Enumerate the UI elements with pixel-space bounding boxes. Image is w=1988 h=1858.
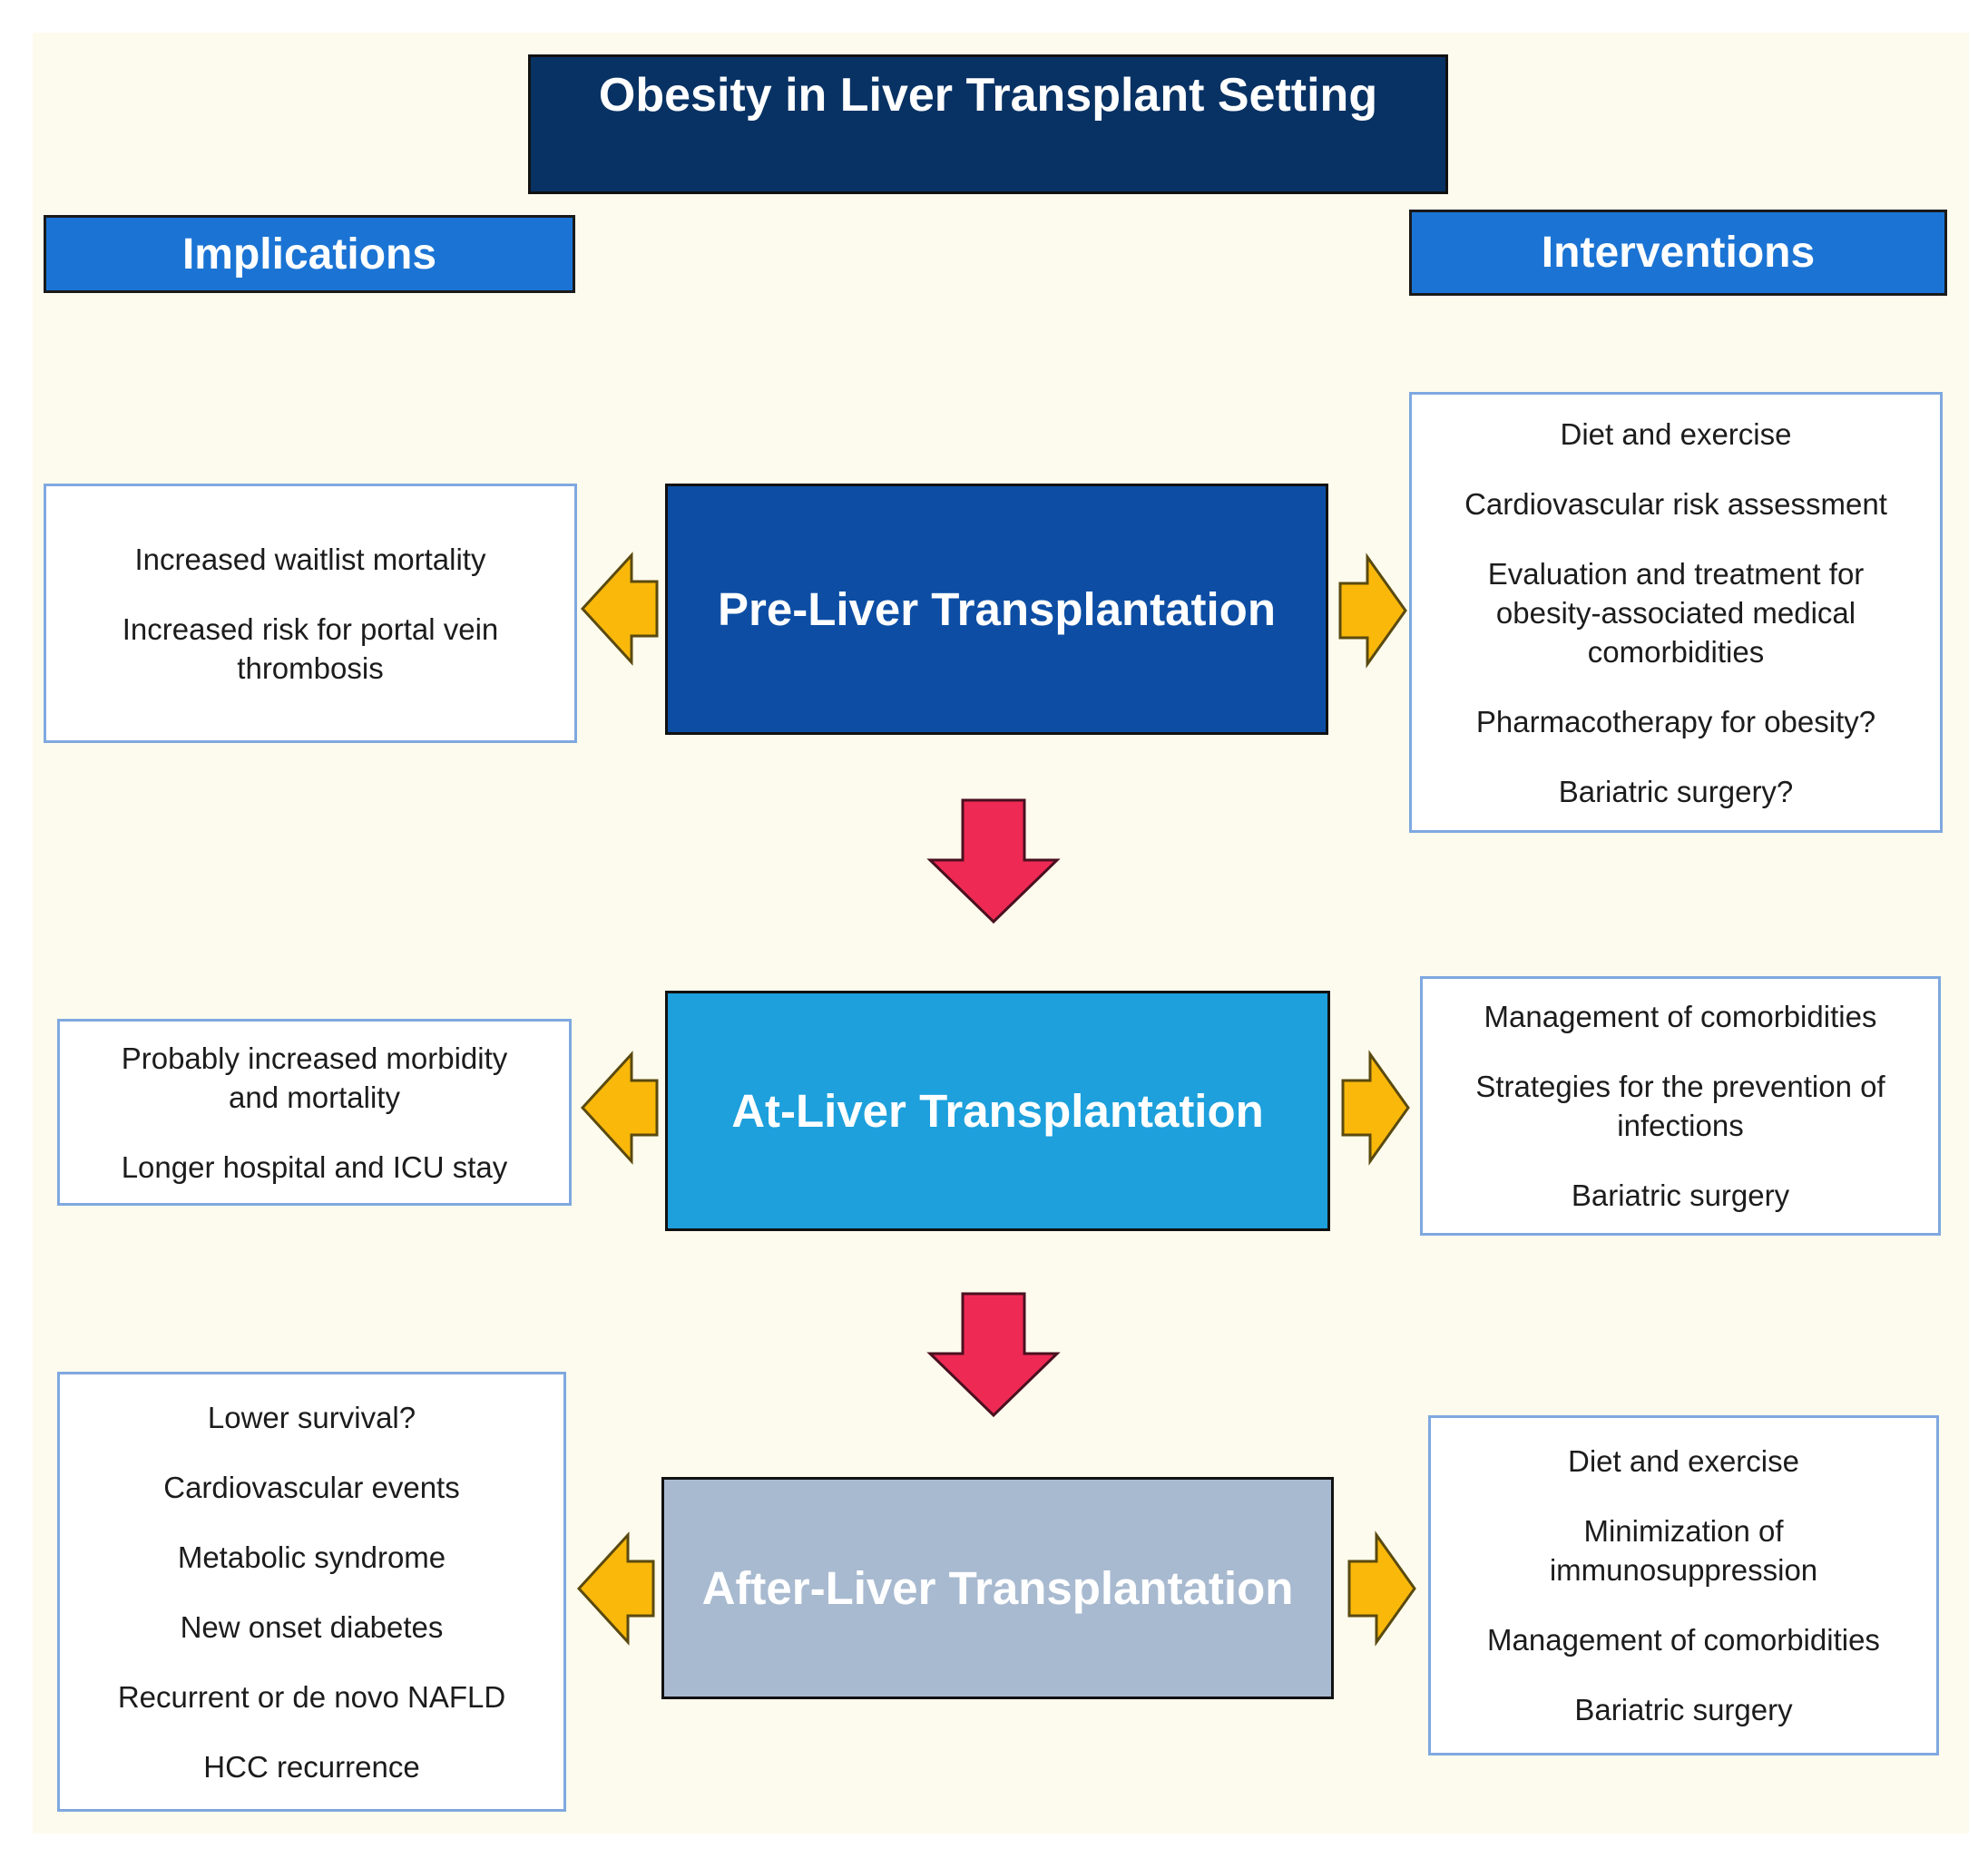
arrow-right-icon: [1347, 1530, 1416, 1647]
list-item: Bariatric surgery: [1571, 1178, 1790, 1212]
arrow-down-icon: [926, 1292, 1061, 1418]
list-item: Increased risk for portal vein thrombosi…: [122, 611, 499, 685]
arrow-right-icon: [1338, 553, 1407, 669]
list-item: Bariatric surgery: [1574, 1693, 1793, 1726]
list-item: Bariatric surgery?: [1558, 774, 1794, 808]
interventions-list-after: Diet and exercise Minimization of immuno…: [1431, 1442, 1936, 1729]
list-item: Diet and exercise: [1560, 416, 1792, 451]
arrow-down-icon: [926, 798, 1061, 924]
arrow-left-icon: [580, 1051, 659, 1165]
stage-pre-liver-transplantation: Pre-Liver Transplantation: [665, 484, 1328, 735]
interventions-list-pre: Diet and exercise Cardiovascular risk as…: [1412, 415, 1940, 811]
list-item: Pharmacotherapy for obesity?: [1475, 704, 1876, 738]
arrow-left-icon: [576, 1531, 655, 1646]
interventions-box-pre: Diet and exercise Cardiovascular risk as…: [1409, 392, 1943, 833]
list-item: Cardiovascular risk assessment: [1464, 486, 1887, 521]
implications-list-after: Lower survival? Cardiovascular events Me…: [103, 1398, 520, 1786]
list-item: Cardiovascular events: [163, 1470, 460, 1504]
implications-list-at: Probably increased morbidity and mortali…: [60, 1039, 569, 1187]
interventions-box-after: Diet and exercise Minimization of immuno…: [1428, 1415, 1939, 1755]
list-item: Strategies for the prevention of infecti…: [1475, 1070, 1885, 1142]
implications-box-pre: Increased waitlist mortality Increased r…: [44, 484, 577, 743]
list-item: Recurrent or de novo NAFLD: [117, 1679, 506, 1714]
implications-list-pre: Increased waitlist mortality Increased r…: [46, 540, 574, 688]
arrow-left-icon: [580, 552, 659, 666]
implications-box-at: Probably increased morbidity and mortali…: [57, 1019, 572, 1206]
arrow-right-icon: [1341, 1050, 1410, 1166]
implications-header: Implications: [44, 215, 575, 293]
interventions-box-at: Management of comorbidities Strategies f…: [1420, 976, 1941, 1236]
list-item: Diet and exercise: [1568, 1444, 1799, 1478]
interventions-list-at: Management of comorbidities Strategies f…: [1423, 997, 1938, 1215]
list-item: Metabolic syndrome: [177, 1540, 446, 1574]
list-item: New onset diabetes: [180, 1609, 444, 1644]
list-item: Minimization of immunosuppression: [1549, 1514, 1818, 1587]
list-item: Lower survival?: [207, 1400, 416, 1434]
list-item: Management of comorbidities: [1487, 1623, 1880, 1657]
list-item: Evaluation and treatment for obesity-ass…: [1487, 556, 1865, 669]
list-item: Increased waitlist mortality: [134, 542, 486, 576]
list-item: Management of comorbidities: [1484, 1000, 1877, 1033]
list-item: Probably increased morbidity and mortali…: [121, 1041, 508, 1114]
stage-after-liver-transplantation: After-Liver Transplantation: [661, 1477, 1334, 1699]
implications-box-after: Lower survival? Cardiovascular events Me…: [57, 1372, 566, 1812]
list-item: Longer hospital and ICU stay: [121, 1149, 508, 1184]
interventions-header: Interventions: [1409, 210, 1947, 296]
stage-at-liver-transplantation: At-Liver Transplantation: [665, 991, 1330, 1231]
list-item: HCC recurrence: [203, 1749, 420, 1784]
diagram-title: Obesity in Liver Transplant Setting: [528, 54, 1448, 194]
